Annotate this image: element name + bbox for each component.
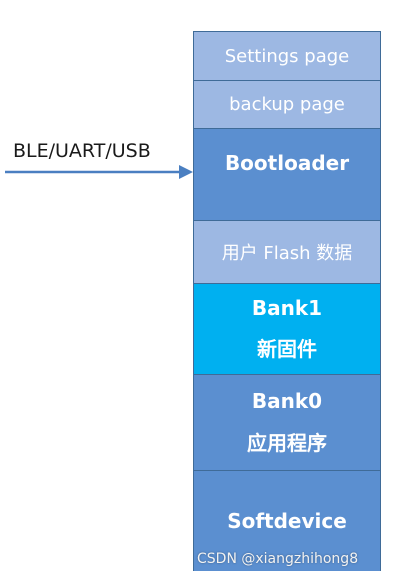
backup-page-block: backup page (194, 81, 380, 129)
bank0-label: Bank0 (251, 389, 323, 413)
bank1-label: Bank1 (251, 296, 323, 321)
settings-page-label: Settings page (224, 45, 350, 67)
bootloader-label: Bootloader (224, 151, 350, 175)
watermark: CSDN @xiangzhihong8 (197, 551, 359, 567)
application-label: 应用程序 (247, 431, 327, 455)
user-flash-data-block: 用户 Flash 数据 (194, 221, 380, 284)
new-firmware-label: 新固件 (257, 336, 317, 361)
arrow-right-icon (5, 165, 193, 179)
bootloader-block: Bootloader (194, 129, 380, 221)
user-flash-data-label: 用户 Flash 数据 (221, 243, 353, 264)
softdevice-block: Softdevice (194, 471, 380, 571)
bank1-block: Bank1 新固件 (194, 284, 380, 375)
settings-page-block: Settings page (194, 32, 380, 81)
interface-label: BLE/UART/USB (13, 140, 151, 162)
bank0-block: Bank0 应用程序 (194, 375, 380, 471)
softdevice-label: Softdevice (227, 509, 347, 533)
flash-memory-map: Settings page backup page Bootloader 用户 … (193, 31, 381, 571)
backup-page-label: backup page (229, 94, 345, 115)
